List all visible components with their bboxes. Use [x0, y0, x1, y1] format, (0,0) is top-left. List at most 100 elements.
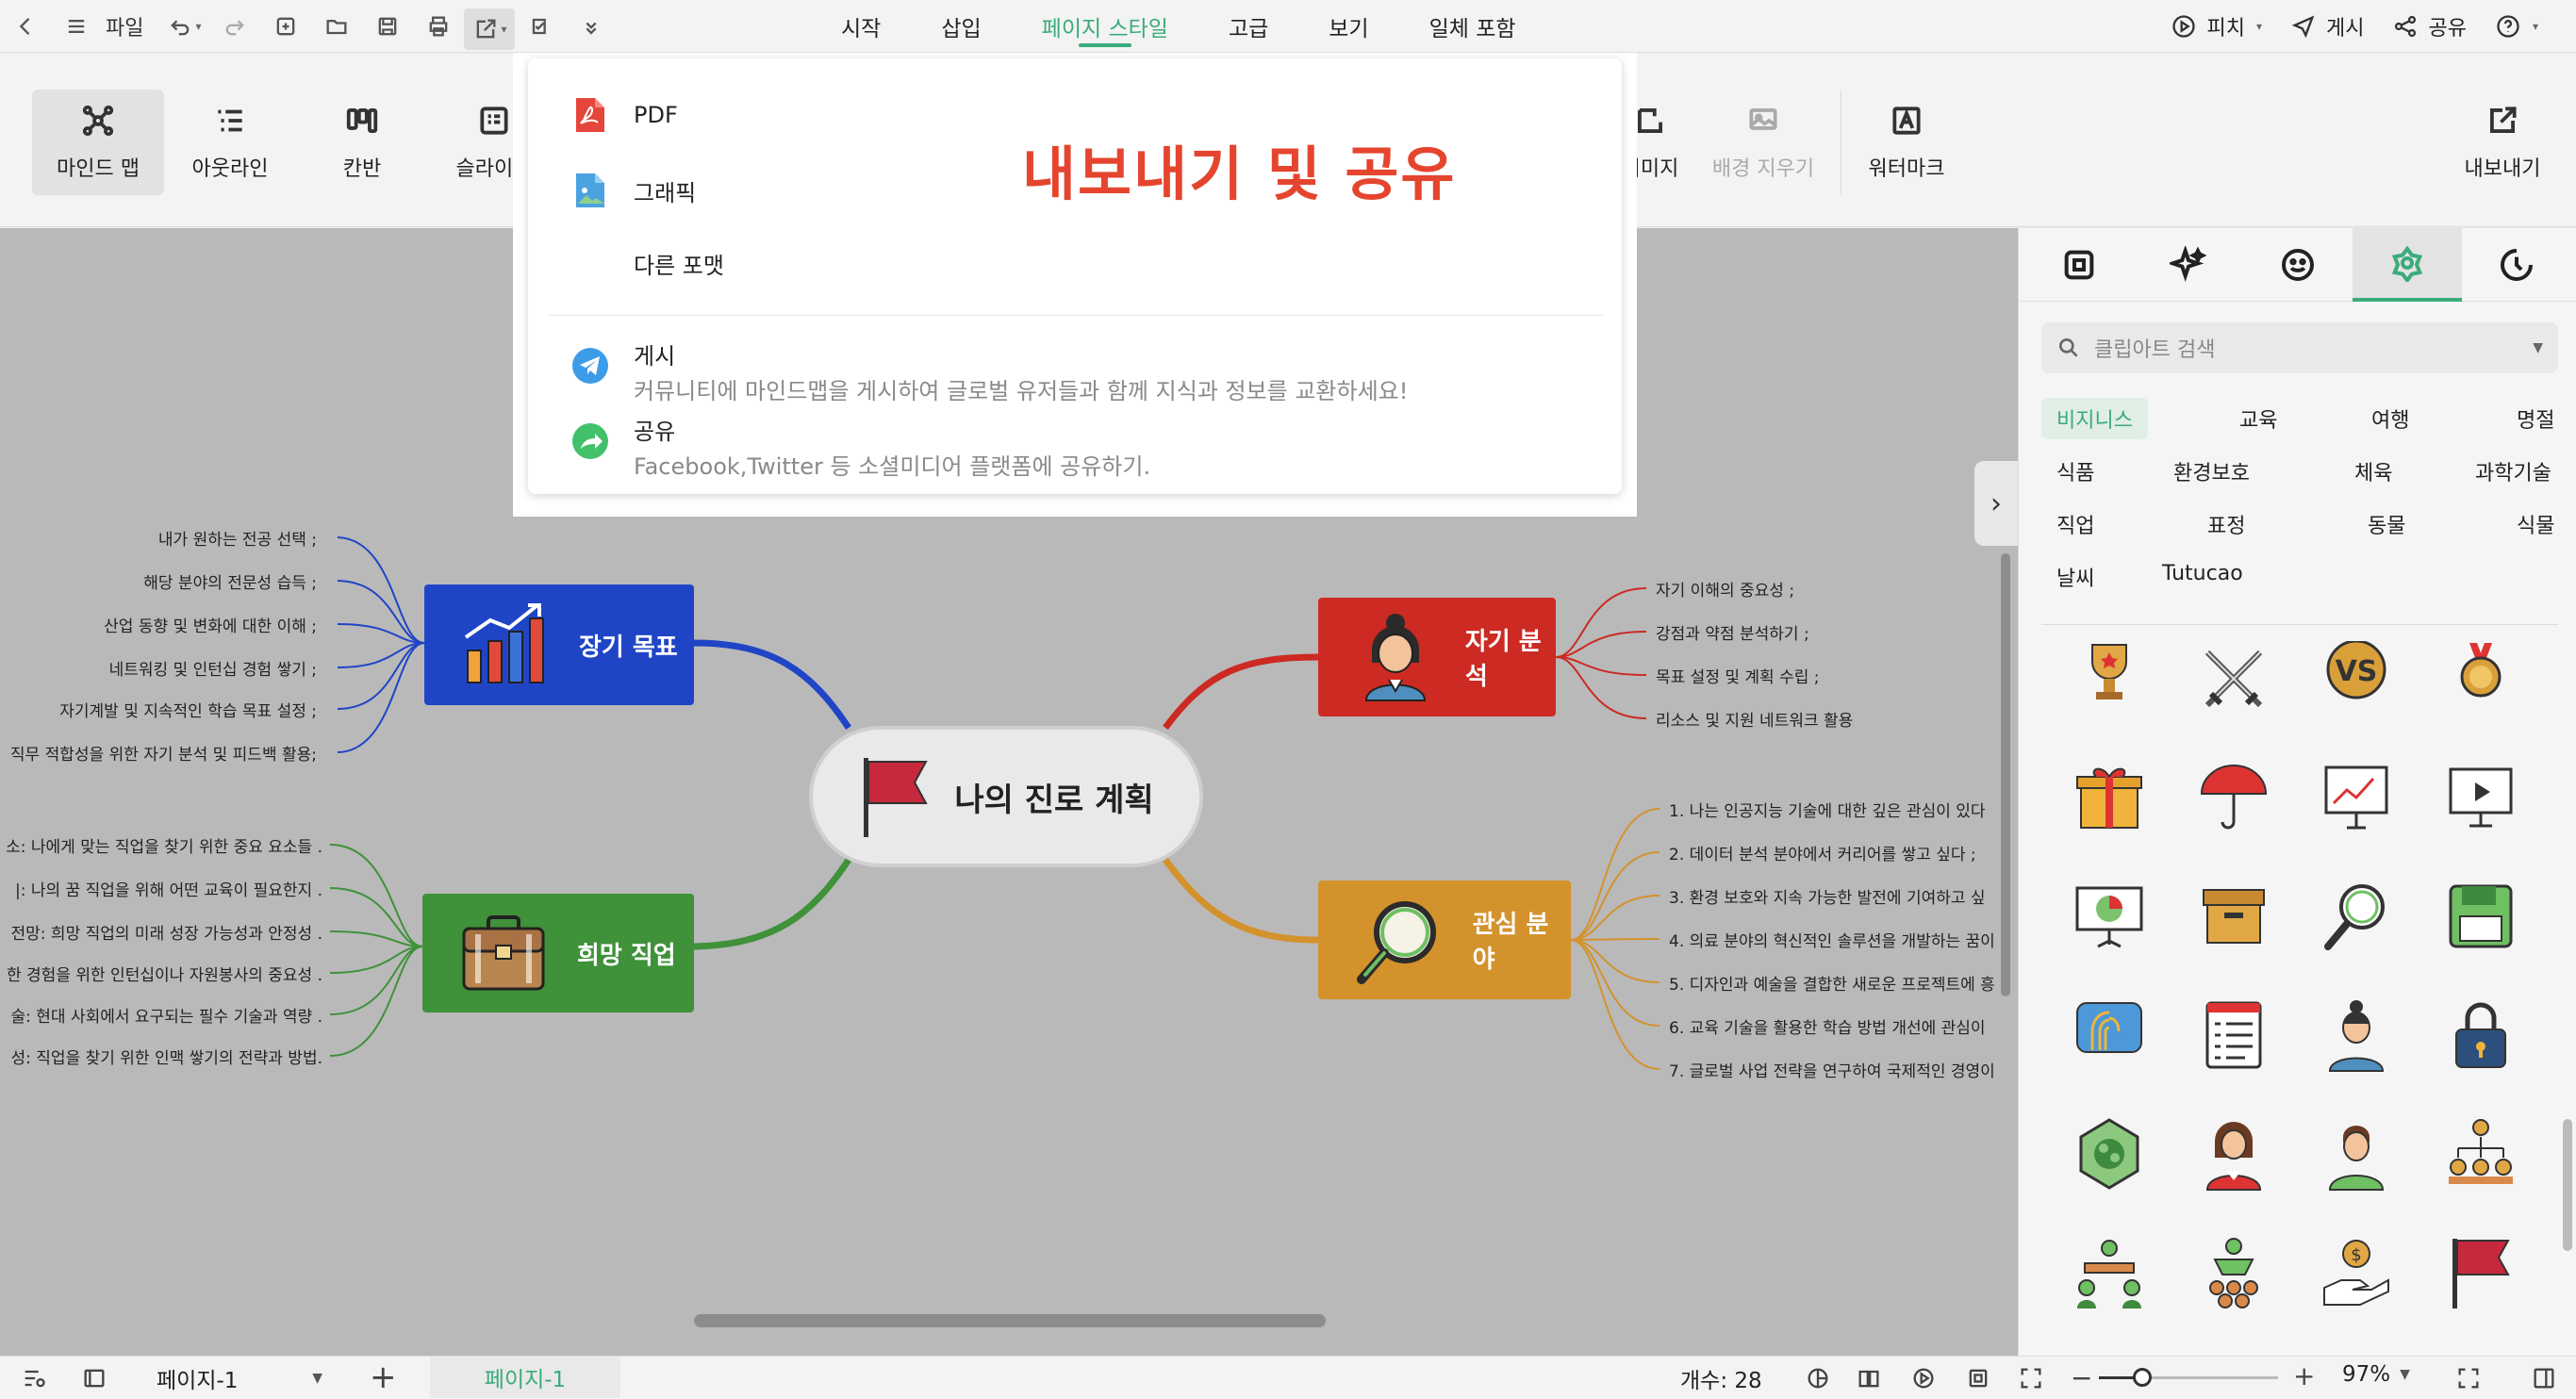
fullscreen-fit-icon[interactable] [2014, 1361, 2048, 1395]
export-pdf-item[interactable]: PDF [571, 96, 678, 134]
category-animals[interactable]: 동물 [2368, 515, 2406, 538]
post-community-item[interactable]: 게시 커뮤니티에 마인드맵을 게시하여 글로벌 유저들과 함께 지식과 정보를 … [571, 337, 1408, 405]
red-flag-icon[interactable] [2436, 1227, 2526, 1318]
share-button[interactable]: 공유 [2392, 11, 2467, 41]
menu-advanced[interactable]: 고급 [1228, 17, 1269, 41]
leaf-interest-7[interactable]: 7. 글로벌 사업 전략을 연구하여 국제적인 경영이 [1669, 1062, 1995, 1081]
category-food[interactable]: 식품 [2056, 462, 2095, 486]
leaf-interest-2[interactable]: 2. 데이터 분석 분야에서 커리어를 쌓고 싶다 ; [1669, 846, 1976, 864]
post-button[interactable]: 게시 [2290, 11, 2364, 41]
umbrella-icon[interactable] [2188, 752, 2279, 843]
zoom-in-icon[interactable]: + [2293, 1360, 2316, 1391]
branch-hope-job[interactable]: 희망 직업 [422, 894, 694, 1012]
hamburger-icon[interactable] [51, 0, 102, 53]
tab-history[interactable] [2462, 228, 2571, 302]
tab-emoji[interactable] [2243, 228, 2353, 302]
category-weather[interactable]: 날씨 [2056, 568, 2095, 591]
leaf-interest-3[interactable]: 3. 환경 보호와 지속 가능한 발전에 기여하고 싶 [1669, 889, 1986, 908]
ribbon-remove-bg-button[interactable]: 배경 지우기 [1697, 90, 1829, 195]
chart-board-icon[interactable] [2311, 752, 2402, 843]
tab-format[interactable] [2024, 228, 2134, 302]
checklist-edit-icon[interactable] [515, 0, 566, 53]
category-science[interactable]: 과학기술 [2475, 462, 2551, 486]
central-topic[interactable]: 나의 진로 계획 [809, 726, 1203, 867]
menu-view[interactable]: 보기 [1329, 17, 1369, 41]
share-social-item[interactable]: 공유 Facebook,Twitter 등 소셜미디어 플랫폼에 공유하기. [571, 413, 1150, 481]
fit-page-icon[interactable] [1961, 1361, 1995, 1395]
print-icon[interactable] [413, 0, 464, 53]
vs-icon[interactable]: VS [2311, 634, 2402, 724]
theme-icon[interactable] [1801, 1361, 1835, 1395]
canvas-horizontal-scrollbar[interactable] [694, 1314, 1326, 1327]
canvas-vertical-scrollbar[interactable] [2001, 553, 2010, 996]
page-panel-icon[interactable] [77, 1361, 111, 1395]
play-icon[interactable] [1907, 1361, 1940, 1395]
category-jobs[interactable]: 직업 [2056, 515, 2095, 538]
undo-icon[interactable]: ▾ [158, 0, 209, 53]
add-page-icon[interactable]: + [370, 1358, 397, 1396]
zoom-slider-handle[interactable] [2133, 1368, 2152, 1387]
clipart-search-box[interactable]: 클립아트 검색 ▼ [2041, 322, 2558, 373]
man-portrait-icon[interactable] [2311, 1109, 2402, 1199]
save-icon[interactable] [362, 0, 413, 53]
tab-ai[interactable] [2134, 228, 2243, 302]
leaf-long-term-2[interactable]: 해당 분야의 전문성 습득 ; [143, 574, 317, 593]
category-business[interactable]: 비지니스 [2041, 398, 2148, 439]
ribbon-kanban-button[interactable]: 칸반 [296, 90, 428, 195]
pitch-button[interactable]: 피치▾ [2171, 11, 2262, 41]
leaf-self-analysis-1[interactable]: 자기 이해의 중요성 ; [1656, 582, 1795, 601]
recycle-badge-icon[interactable] [2064, 1109, 2155, 1199]
menu-start[interactable]: 시작 [841, 17, 882, 41]
leaf-interest-5[interactable]: 5. 디자인과 예술을 결합한 새로운 프로젝트에 흥 [1669, 976, 1995, 995]
leaf-hope-job-6[interactable]: 성: 직업을 찾기 위한 인맥 쌓기의 전략과 방법. [10, 1049, 322, 1068]
category-expression[interactable]: 표정 [2207, 515, 2246, 538]
menu-all-in-one[interactable]: 일체 포함 [1428, 17, 1516, 41]
team-meeting-icon[interactable] [2064, 1227, 2155, 1318]
ribbon-mindmap-button[interactable]: 마인드 맵 [32, 90, 164, 195]
panel-scrollbar[interactable] [2563, 1119, 2572, 1251]
panel-layout-icon[interactable] [2527, 1361, 2561, 1395]
leaf-hope-job-2[interactable]: |: 나의 꿈 직업을 위해 어떤 교육이 필요한지 . [15, 881, 322, 900]
back-icon[interactable] [0, 0, 51, 53]
ribbon-export-button[interactable]: 내보내기 [2436, 90, 2568, 195]
zoom-slider-track[interactable] [2099, 1368, 2278, 1387]
leaf-long-term-6[interactable]: 직무 적합성을 위한 자기 분석 및 피드백 활용; [9, 746, 317, 765]
presentation-pie-icon[interactable] [2064, 871, 2155, 962]
leaf-hope-job-5[interactable]: 술: 현대 사회에서 요구되는 필수 기술과 역량 . [10, 1008, 322, 1027]
page-tab-active[interactable]: 페이지-1 [430, 1357, 620, 1398]
leaf-interest-6[interactable]: 6. 교육 기술을 활용한 학습 방법 개선에 관심이 [1669, 1019, 1986, 1038]
leaf-long-term-4[interactable]: 네트워킹 및 인턴십 경험 쌓기 ; [108, 661, 317, 680]
fingerprint-icon[interactable] [2064, 990, 2155, 1080]
open-folder-icon[interactable] [311, 0, 362, 53]
leaf-hope-job-3[interactable]: 전망: 희망 직업의 미래 성장 가능성과 안정성 . [10, 925, 322, 944]
help-button[interactable]: ▾ [2495, 13, 2538, 40]
ribbon-outline-button[interactable]: 아웃라인 [164, 90, 296, 195]
more-chevron-icon[interactable] [566, 0, 617, 53]
leaf-long-term-5[interactable]: 자기계발 및 지속적인 학습 목표 설정 ; [59, 702, 317, 721]
file-menu[interactable]: 파일 [106, 17, 144, 41]
branch-long-term-goal[interactable]: 장기 목표 [424, 584, 694, 705]
expand-icon[interactable] [2452, 1361, 2485, 1395]
chevron-down-icon[interactable]: ▼ [2533, 340, 2543, 355]
swords-icon[interactable] [2188, 634, 2279, 724]
gift-icon[interactable] [2064, 752, 2155, 843]
category-plants[interactable]: 식물 [2517, 515, 2555, 538]
book-icon[interactable] [1852, 1361, 1886, 1395]
leaf-hope-job-1[interactable]: 소: 나에게 맞는 직업을 찾기 위한 중요 요소들 . [6, 838, 322, 857]
leaf-self-analysis-4[interactable]: 리소스 및 지원 네트워크 활용 [1656, 712, 1854, 731]
leaf-long-term-3[interactable]: 산업 동향 및 변화에 대한 이해 ; [104, 617, 317, 636]
video-screen-icon[interactable] [2436, 752, 2526, 843]
padlock-icon[interactable] [2436, 990, 2526, 1080]
woman-portrait-icon[interactable] [2188, 1109, 2279, 1199]
zoom-level-select[interactable]: 97% ▼ [2342, 1362, 2410, 1387]
ribbon-watermark-button[interactable]: 워터마크 [1841, 90, 1973, 195]
category-tutucao[interactable]: Tutucao [2162, 562, 2243, 585]
medal-icon[interactable] [2436, 634, 2526, 724]
category-education[interactable]: 교육 [2239, 409, 2278, 433]
woman-avatar-icon[interactable] [2311, 990, 2402, 1080]
archive-box-icon[interactable] [2188, 871, 2279, 962]
menu-page-style[interactable]: 페이지 스타일 [1012, 0, 1198, 53]
export-other-format-item[interactable]: 다른 포맷 [634, 247, 724, 280]
category-sports[interactable]: 체육 [2354, 462, 2393, 486]
menu-insert[interactable]: 삽입 [941, 17, 982, 41]
